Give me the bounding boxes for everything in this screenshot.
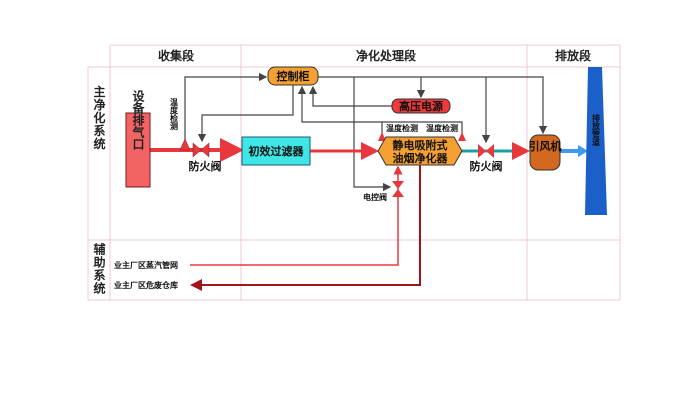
electric-valve-label: 电控阀 bbox=[363, 192, 387, 202]
exhaust-inlet-label: 设备排气口 bbox=[131, 89, 145, 151]
fire-valve-icon bbox=[478, 144, 494, 158]
hv-power-label: 高压电源 bbox=[399, 99, 443, 113]
column-header-discharge: 排放段 bbox=[555, 48, 592, 63]
control-lines bbox=[184, 72, 548, 192]
control-cabinet-label: 控制柜 bbox=[277, 69, 310, 83]
steam-network-label: 业主厂区蒸汽管网 bbox=[114, 260, 178, 270]
row-label-main: 主净化系统 bbox=[92, 84, 106, 150]
fan-box bbox=[529, 134, 561, 171]
fire-valve-2-label: 防火阀 bbox=[470, 159, 503, 173]
column-header-purify: 净化处理段 bbox=[356, 48, 417, 63]
steam-line bbox=[190, 165, 403, 266]
stack-label: 排放管道 bbox=[591, 113, 601, 147]
fire-valve-1-label: 防火阀 bbox=[189, 159, 222, 173]
fan-label: 引风机 bbox=[529, 139, 562, 153]
temperature-sensor-icon bbox=[378, 132, 386, 141]
fire-valve-icon bbox=[192, 142, 210, 158]
purifier-label-line2: 油烟净化器 bbox=[393, 151, 449, 165]
waste-store-label: 业主厂区危废仓库 bbox=[114, 280, 178, 290]
purifier-label-line1: 静电吸附式 bbox=[393, 138, 448, 152]
temp-sensor-label-2: 温度检测 bbox=[386, 123, 418, 133]
discharge-stack bbox=[585, 67, 607, 215]
exhaust-inlet-box bbox=[125, 112, 151, 188]
waste-line bbox=[190, 165, 421, 291]
row-label-aux: 辅助系统 bbox=[92, 242, 106, 295]
temp-sensor-label-3: 温度检测 bbox=[426, 123, 458, 133]
temperature-sensor-icon bbox=[458, 132, 466, 141]
column-header-collect: 收集段 bbox=[158, 48, 195, 63]
grid-lines bbox=[87, 44, 621, 301]
primary-filter-box bbox=[241, 136, 311, 166]
purifier-hexagon bbox=[377, 136, 463, 166]
electric-valve-icon bbox=[392, 181, 404, 197]
control-cabinet-box bbox=[267, 66, 319, 86]
primary-filter-label: 初效过滤器 bbox=[249, 144, 305, 158]
flow-arrow-icon bbox=[578, 145, 588, 157]
hv-power-box bbox=[391, 98, 451, 114]
temp-sensor-label-1: 温度检测 bbox=[169, 97, 179, 131]
temperature-sensor-icon bbox=[179, 138, 191, 151]
